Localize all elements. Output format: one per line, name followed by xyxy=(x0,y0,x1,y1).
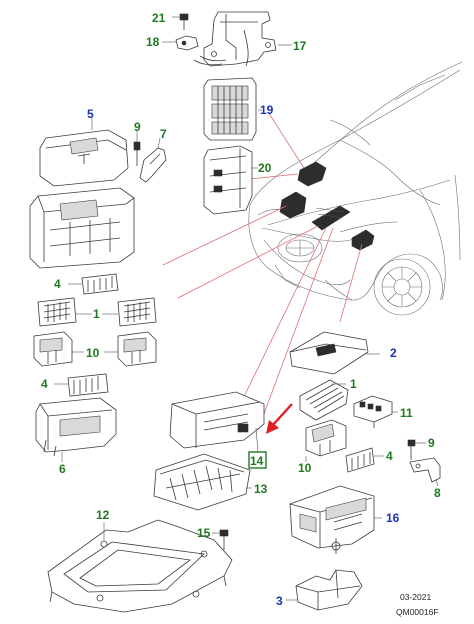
label-5: 5 xyxy=(87,107,94,121)
part-labels: 21 18 17 19 5 9 7 20 4 1 10 2 4 1 11 9 4… xyxy=(41,11,441,608)
part-12-tray xyxy=(47,519,233,613)
part-16-housing xyxy=(289,485,382,554)
label-10-left: 10 xyxy=(86,346,100,360)
footer-date: 03-2021 xyxy=(400,592,431,602)
part-3-cover xyxy=(286,569,363,611)
red-callout-arrow-icon xyxy=(266,403,293,434)
part-1-fuse-block-left xyxy=(37,297,77,327)
part-9-bolt-lower xyxy=(407,439,426,460)
label-21: 21 xyxy=(152,11,166,25)
label-9-lower: 9 xyxy=(428,436,435,450)
label-20: 20 xyxy=(258,161,272,175)
part-20-module xyxy=(203,145,258,215)
part-8-bracket xyxy=(409,457,441,487)
part-9-bolt-upper xyxy=(133,130,141,166)
part-4-connector-c xyxy=(345,447,384,473)
label-13: 13 xyxy=(254,482,268,496)
label-18: 18 xyxy=(146,35,160,49)
part-2-cover xyxy=(289,331,380,375)
part-4-connector-b xyxy=(54,373,109,397)
part-14-highlight-box xyxy=(248,451,267,469)
part-11-connector xyxy=(353,395,398,428)
part-7-bracket xyxy=(139,137,167,183)
part-21-bolt xyxy=(172,13,189,30)
label-4-mid: 4 xyxy=(41,377,48,391)
fuse-box-base xyxy=(29,187,135,269)
part-5-cover xyxy=(39,118,129,187)
location-leader-lines xyxy=(162,111,363,431)
label-17: 17 xyxy=(293,39,307,53)
label-4-right: 4 xyxy=(386,449,393,463)
part-10-relay-center xyxy=(305,419,347,462)
part-1-fuse-block-right xyxy=(117,297,157,327)
part-15-bolt xyxy=(212,529,229,550)
part-13-relay-board xyxy=(153,453,252,511)
harness-lead xyxy=(193,55,227,66)
label-7: 7 xyxy=(160,127,167,141)
label-11: 11 xyxy=(400,406,413,420)
label-2: 2 xyxy=(390,346,397,360)
vehicle-outline xyxy=(248,61,463,316)
part-10-relay-left xyxy=(33,331,73,367)
part-4-connector-a xyxy=(68,273,119,295)
engine-bay-parts xyxy=(279,161,375,251)
part-18-clip xyxy=(162,35,199,51)
label-1-left: 1 xyxy=(93,307,100,321)
label-1-center: 1 xyxy=(350,377,357,391)
part-19-relay-module xyxy=(203,77,262,141)
part-10-relay-right xyxy=(117,331,157,367)
label-8: 8 xyxy=(434,486,441,500)
label-16: 16 xyxy=(386,511,400,525)
part-6-housing xyxy=(35,397,117,462)
part-1-fuse-block-center xyxy=(299,379,349,421)
label-4-upper: 4 xyxy=(54,277,61,291)
label-19: 19 xyxy=(260,103,274,117)
label-14: 14 xyxy=(250,454,264,468)
label-12: 12 xyxy=(96,508,110,522)
footer-code: QM00016F xyxy=(396,607,439,617)
label-15: 15 xyxy=(197,526,211,540)
label-6: 6 xyxy=(59,462,66,476)
label-9-upper: 9 xyxy=(134,120,141,134)
label-10-right: 10 xyxy=(298,461,312,475)
label-3: 3 xyxy=(276,594,283,608)
part-17-bracket xyxy=(203,11,292,67)
part-14-module xyxy=(169,391,265,453)
